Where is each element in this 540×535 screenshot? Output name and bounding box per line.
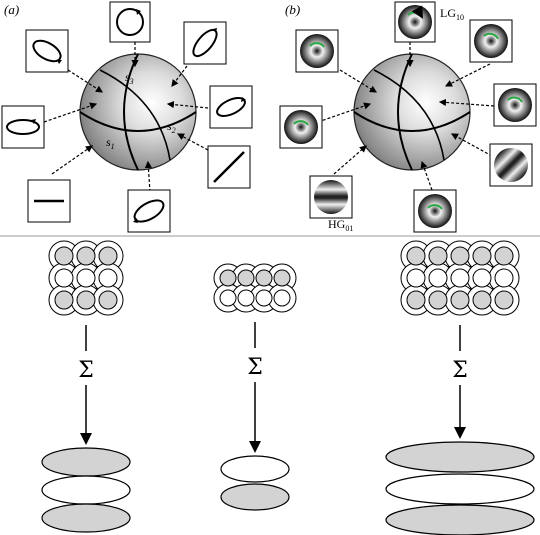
- beam-spot: [406, 246, 426, 266]
- beam-spot: [494, 268, 514, 288]
- diagonal-line-icon: [213, 151, 245, 183]
- beam-spot: [494, 290, 514, 310]
- beam-box-diagonal: [489, 143, 533, 187]
- box-ellipse-bottom: [127, 189, 171, 233]
- beam-spot: [450, 246, 470, 266]
- summed-beam-ellipse: [385, 473, 535, 505]
- summed-beam-ellipse: [41, 503, 131, 533]
- hg-mode-beam-icon: [314, 180, 348, 214]
- box-diagonal-line: [207, 145, 251, 189]
- panel-a-label: (a): [4, 2, 19, 17]
- beam-spot: [237, 289, 255, 307]
- axis-s1-label: s1: [106, 135, 115, 151]
- beam-spot: [237, 269, 255, 287]
- summed-beam-ellipse: [220, 455, 290, 483]
- beam-spot: [54, 290, 74, 310]
- beam-box-hg: [309, 175, 353, 219]
- box-horizontal-line: [27, 179, 71, 223]
- beam-box-bottom: [413, 189, 457, 233]
- beam-spot: [98, 290, 118, 310]
- beam-spot: [428, 290, 448, 310]
- box-ellipse-topright: [183, 21, 227, 65]
- beam-spot: [472, 246, 492, 266]
- beam-spot: [472, 268, 492, 288]
- lg-mode-beam-icon: [474, 24, 508, 58]
- elliptical-polarization-icon: [6, 119, 40, 135]
- hg01-label: HG01: [328, 217, 353, 233]
- connectors-a: [43, 42, 209, 193]
- beam-spot: [76, 268, 96, 288]
- beam-box-topright: [469, 19, 513, 63]
- connectors-b: [317, 42, 495, 191]
- beam-spot: [472, 290, 492, 310]
- beam-spot: [76, 246, 96, 266]
- beam-spot: [428, 246, 448, 266]
- summed-beam-ellipse: [41, 475, 131, 505]
- beam-spot: [273, 269, 291, 287]
- beam-spot: [54, 268, 74, 288]
- sum-symbol: Σ: [452, 358, 468, 383]
- poincare-sphere-b: [353, 53, 471, 171]
- lg-mode-beam-icon: [300, 34, 334, 68]
- beam-spot: [98, 268, 118, 288]
- beam-box-top: [394, 1, 436, 43]
- summed-beam-ellipse: [220, 483, 290, 511]
- lg-mode-beam-icon: [418, 194, 452, 228]
- beam-spot: [98, 246, 118, 266]
- circular-polarization-icon: [116, 8, 144, 36]
- beam-spot: [450, 268, 470, 288]
- beam-spot: [494, 246, 514, 266]
- beam-spot: [76, 290, 96, 310]
- lg-mode-beam-icon: [284, 110, 318, 144]
- box-ellipse-left: [1, 105, 45, 149]
- lg-mode-beam-icon: [398, 5, 432, 39]
- box-ellipse-topleft: [25, 29, 69, 73]
- elliptical-polarization-icon: [32, 39, 62, 63]
- elliptical-polarization-icon: [133, 199, 165, 223]
- beam-spot: [219, 289, 237, 307]
- elliptical-polarization-icon: [216, 97, 246, 117]
- axis-s3-label: s3: [125, 70, 134, 86]
- beam-spot: [406, 268, 426, 288]
- beam-spot: [219, 269, 237, 287]
- tilted-mode-beam-icon: [494, 148, 528, 183]
- beam-spot: [450, 290, 470, 310]
- poincare-sphere-a: [79, 53, 197, 171]
- beam-spot: [273, 289, 291, 307]
- panel-b-label: (b): [285, 2, 300, 17]
- beam-spot: [255, 269, 273, 287]
- axis-s2-label: s2: [167, 119, 176, 135]
- beam-spot: [54, 246, 74, 266]
- summed-beam-ellipse: [41, 447, 131, 477]
- box-circular-top: [109, 1, 151, 43]
- beam-spot: [428, 268, 448, 288]
- box-ellipse-right: [209, 85, 253, 129]
- summed-beam-ellipse: [385, 504, 535, 535]
- beam-spot: [406, 290, 426, 310]
- lg-mode-beam-icon: [498, 88, 532, 122]
- sum-symbol: Σ: [78, 358, 94, 383]
- sum-symbol: Σ: [247, 355, 263, 380]
- beam-box-topleft: [295, 29, 339, 73]
- beam-box-left: [279, 105, 323, 149]
- beam-box-right: [493, 83, 537, 127]
- summed-beam-ellipse: [385, 441, 535, 473]
- beam-spot: [255, 289, 273, 307]
- lg10-label: LG10: [440, 6, 464, 22]
